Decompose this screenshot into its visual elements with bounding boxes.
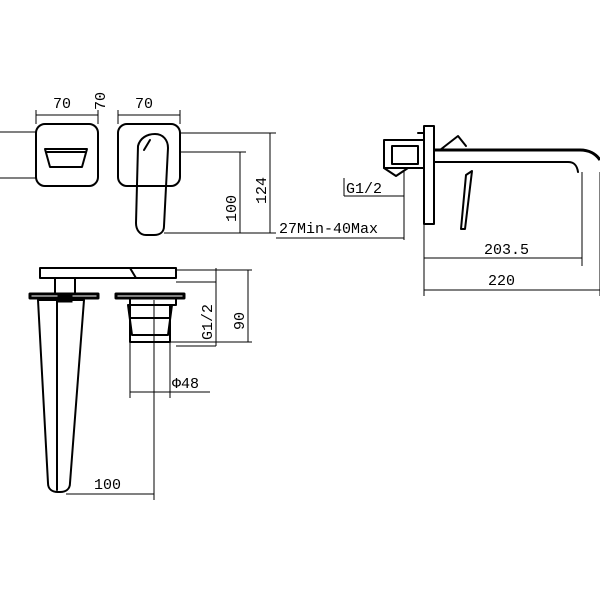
dimension-front-height-lines <box>0 131 36 179</box>
plate-depth-label: 70 <box>93 92 110 110</box>
side-view-spout <box>383 125 600 230</box>
front-width-label: 70 <box>53 96 71 113</box>
spout-reach-label: 203.5 <box>484 242 529 259</box>
dimension-lever-height: 100 <box>164 151 276 234</box>
thread-top-label: G1/2 <box>200 304 217 340</box>
dimension-front-width: 70 <box>35 96 99 124</box>
front-view-lever-plate <box>117 123 181 236</box>
dimension-body-diameter: Φ48 <box>129 342 210 398</box>
dimension-spout-length: 100 <box>66 300 155 500</box>
wall-thickness-label: 27Min-40Max <box>279 221 378 238</box>
side-width-label: 70 <box>135 96 153 113</box>
body-diameter-label: Φ48 <box>172 376 199 393</box>
dimension-wall-thickness: 27Min-40Max <box>276 170 405 240</box>
body-depth-label: 90 <box>232 312 249 330</box>
front-view-spout-plate <box>35 123 99 187</box>
overall-height-label: 124 <box>254 177 271 204</box>
dimension-overall-length: 220 <box>424 172 600 296</box>
top-view-assembly <box>28 267 186 493</box>
spout-length-label: 100 <box>94 477 121 494</box>
dimension-thread-side: G1/2 <box>343 178 404 198</box>
dimension-spout-reach: 203.5 <box>423 172 583 296</box>
dimension-overall-height: 124 <box>180 132 276 233</box>
overall-length-label: 220 <box>488 273 515 290</box>
thread-side-label: G1/2 <box>346 181 382 198</box>
dimension-side-width: 70 <box>117 96 181 124</box>
dimension-thread-top: G1/2 <box>176 268 217 347</box>
lever-height-label: 100 <box>224 195 241 222</box>
dimension-body-depth: 90 <box>170 269 252 343</box>
